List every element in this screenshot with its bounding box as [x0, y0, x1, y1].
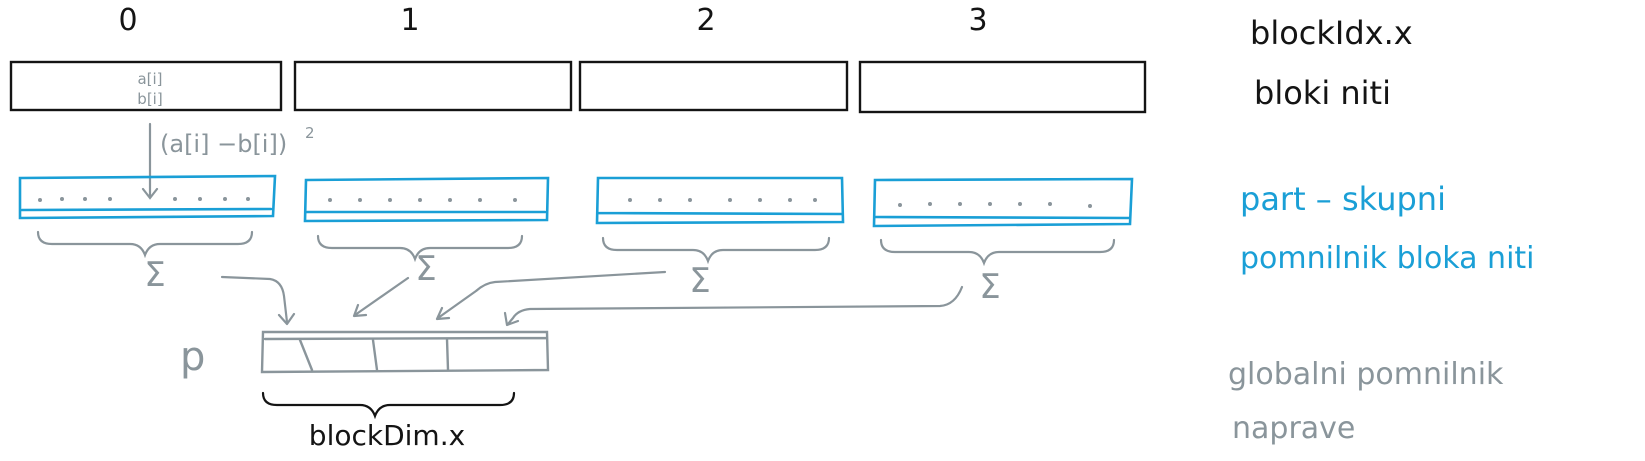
thread-blocks — [9, 60, 1147, 114]
thread-block-1 — [293, 60, 573, 112]
shared-array-0 — [18, 174, 277, 220]
reduction-arrows — [220, 270, 964, 327]
reduction-arrow-0 — [220, 275, 296, 326]
shared-arrays — [18, 174, 1134, 228]
legend-shared-line2: pomnilnik bloka niti — [1240, 241, 1535, 276]
global-array — [260, 330, 550, 374]
reduction-arrow-1 — [352, 276, 410, 318]
block0-label-a: a[i] — [137, 70, 162, 88]
sum-braces — [36, 230, 1116, 267]
reduction-arrow-2 — [435, 270, 667, 321]
legend-thread-blocks: bloki niti — [1254, 74, 1391, 112]
compute-arrow — [141, 122, 159, 200]
legend-global-line1: globalni pomnilnik — [1228, 357, 1504, 392]
formula-exponent: 2 — [305, 124, 315, 142]
difference-formula: (a[i] −b[i]) — [160, 130, 287, 158]
global-array-label: p — [180, 334, 205, 380]
sum-symbol-2: Σ — [689, 261, 710, 301]
legend-shared-line1: part – skupni — [1240, 180, 1446, 218]
block-index-3: 3 — [968, 3, 987, 38]
thread-block-3 — [858, 60, 1147, 114]
shared-array-2 — [595, 176, 845, 225]
shared-array-3 — [872, 177, 1134, 228]
shared-array-dots — [38, 197, 1092, 208]
block-index-2: 2 — [696, 3, 715, 38]
blockdim-label: blockDim.x — [309, 419, 465, 452]
thread-block-2 — [578, 60, 849, 112]
global-array-outline — [260, 330, 550, 374]
reduction-arrow-3 — [503, 285, 964, 327]
legend-block-idx: blockIdx.x — [1250, 14, 1413, 52]
block0-label-b: b[i] — [137, 90, 162, 108]
legend-global-line2: naprave — [1232, 411, 1355, 446]
brace-0 — [36, 230, 254, 259]
sum-symbol-1: Σ — [415, 249, 436, 289]
brace-2 — [601, 236, 831, 265]
sum-symbol-3: Σ — [979, 267, 1000, 307]
thread-block-0 — [9, 60, 283, 112]
brace-1 — [316, 234, 524, 263]
global-array-dividers — [298, 337, 450, 372]
block-index-0: 0 — [118, 3, 137, 38]
brace-3 — [879, 238, 1116, 267]
sum-symbol-0: Σ — [144, 255, 165, 295]
shared-array-1 — [303, 176, 550, 223]
blockdim-brace — [261, 391, 516, 420]
block-index-1: 1 — [400, 3, 419, 38]
